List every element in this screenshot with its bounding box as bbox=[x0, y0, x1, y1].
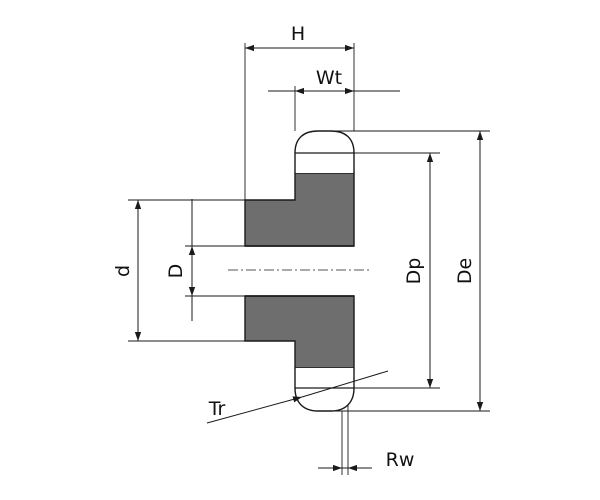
lower-section-fill bbox=[244, 295, 355, 369]
label-De: De bbox=[454, 258, 476, 284]
dimension-lines bbox=[134, 44, 484, 472]
label-d: d bbox=[112, 265, 134, 277]
label-D: D bbox=[165, 264, 187, 279]
dim-Tr-leader bbox=[206, 396, 303, 424]
dimension-labels: H Wt d D Dp De Tr Rw bbox=[112, 23, 476, 471]
extension-lines bbox=[128, 43, 490, 475]
label-Wt: Wt bbox=[316, 67, 342, 89]
upper-section-fill bbox=[244, 172, 355, 247]
label-Tr: Tr bbox=[208, 398, 226, 420]
sprocket-section bbox=[228, 130, 370, 412]
label-Dp: Dp bbox=[403, 258, 425, 285]
label-Rw: Rw bbox=[386, 449, 415, 471]
upper-tooth bbox=[294, 130, 355, 173]
label-H: H bbox=[291, 23, 305, 45]
lower-tooth bbox=[294, 368, 355, 412]
